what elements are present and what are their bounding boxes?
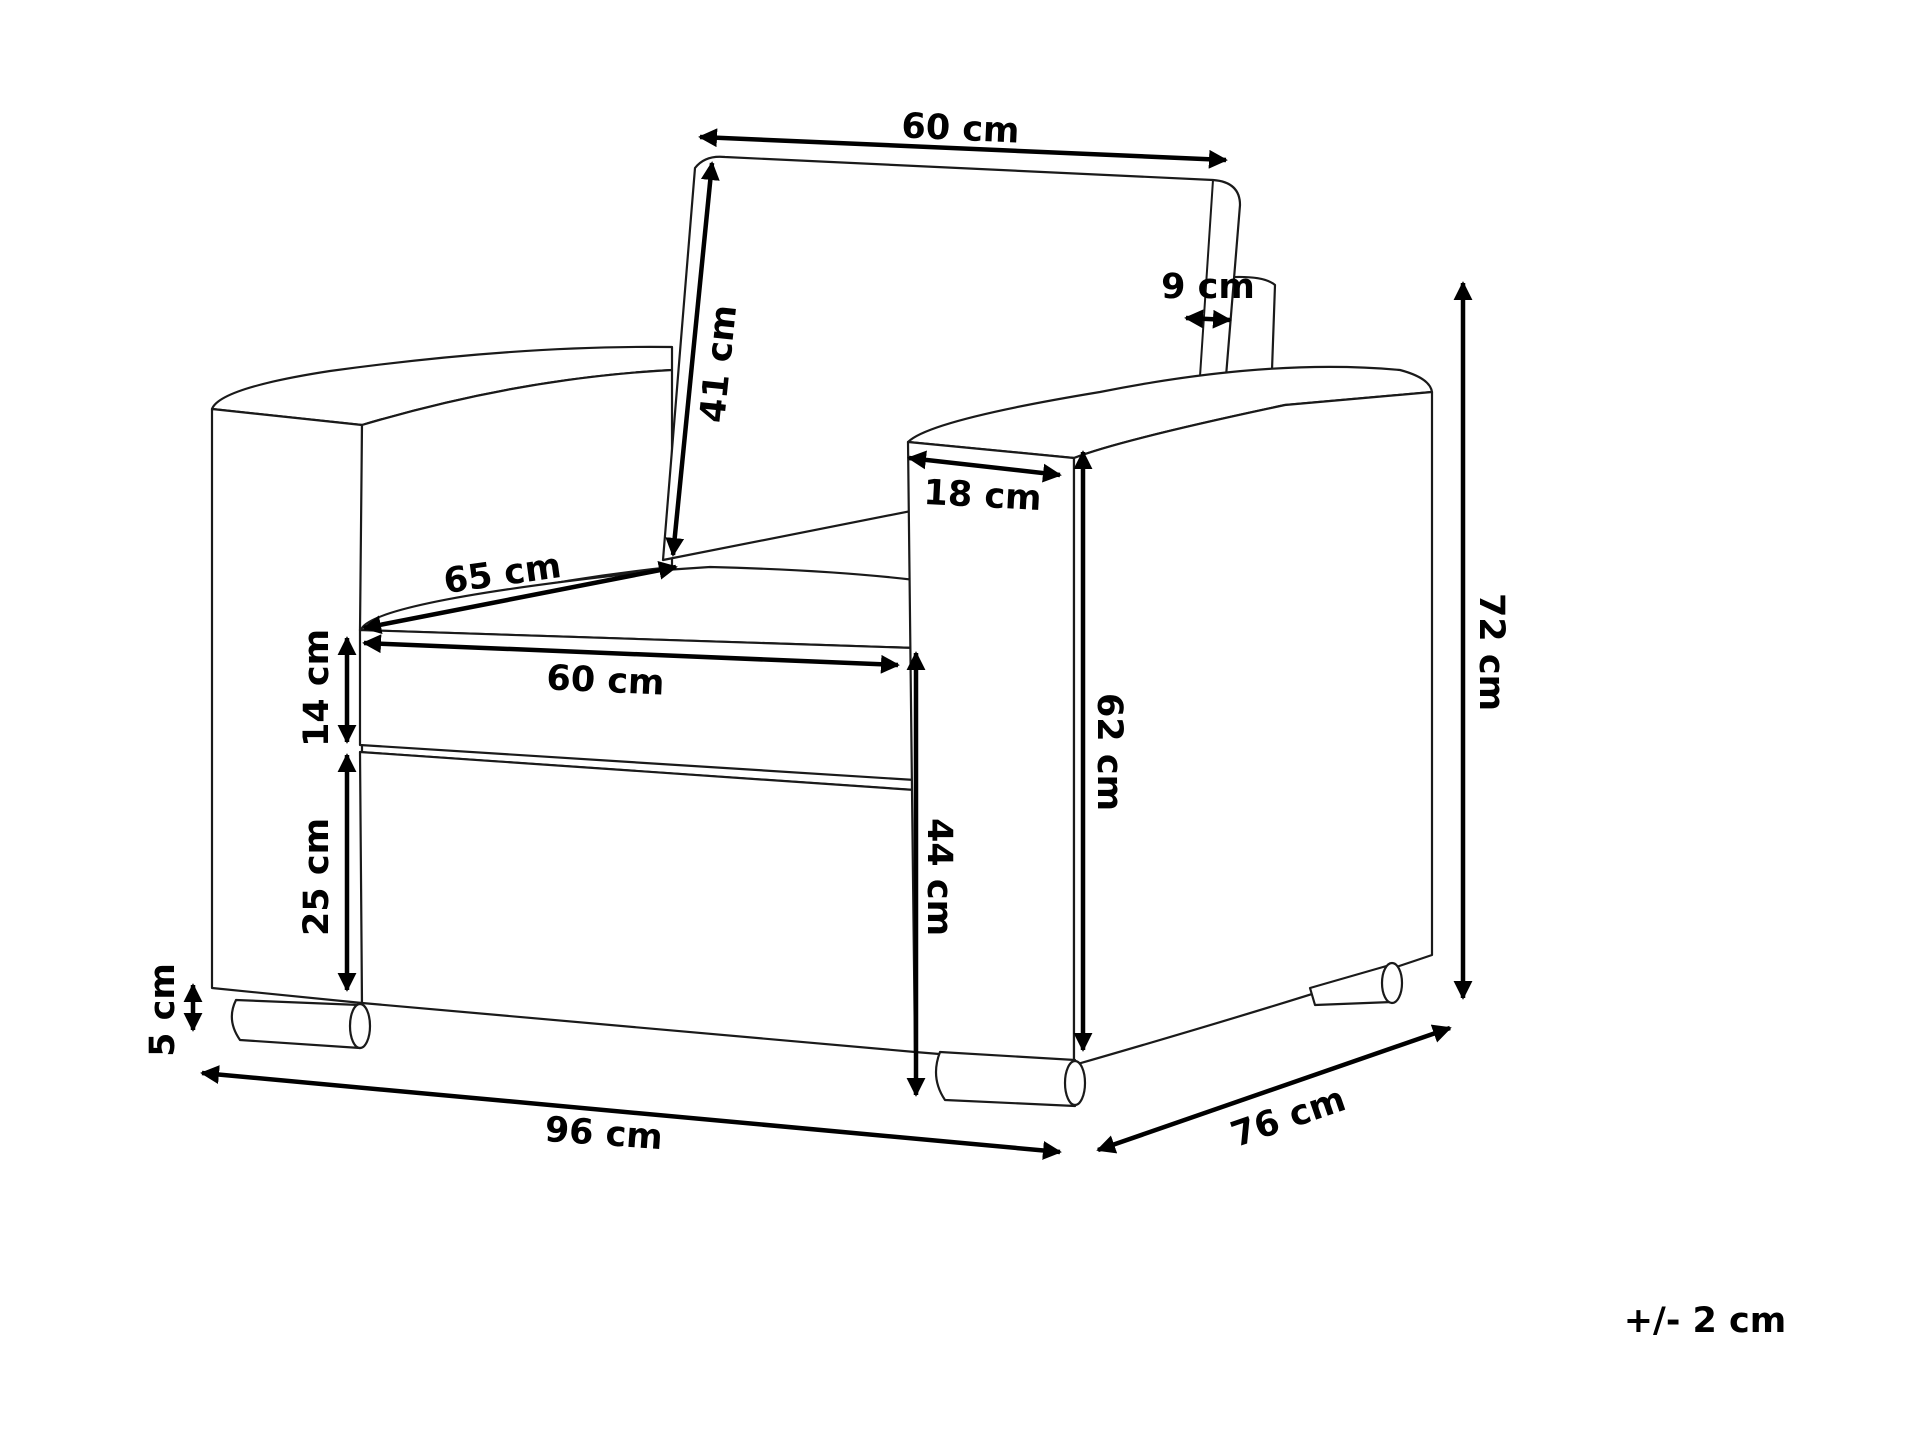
foot-front-left-cap [348, 1002, 372, 1050]
arrow-backrest-height [665, 161, 720, 557]
left-armrest-side [210, 407, 364, 1005]
label-base-height: 25 cm [297, 818, 337, 936]
foot-front-right [934, 1050, 1083, 1108]
dimension-arrows [183, 128, 1473, 1160]
base-front [358, 750, 917, 1054]
right-armrest-front [906, 440, 1076, 1067]
label-total-height: 72 cm [1471, 593, 1511, 711]
label-cushion-height: 14 cm [297, 629, 337, 747]
label-seat-height: 44 cm [919, 818, 959, 936]
foot-front-right-cap [1063, 1059, 1087, 1107]
arrow-armrest-width [907, 450, 1062, 483]
label-armrest-height: 62 cm [1089, 693, 1129, 811]
arrow-total-width [200, 1065, 1062, 1160]
arrow-seat-width [362, 634, 900, 674]
arrow-seat-depth [362, 560, 678, 635]
label-armrest-width: 18 cm [923, 473, 1043, 519]
arrow-backrest-depth [1184, 309, 1232, 329]
foot-front-left [230, 998, 368, 1050]
label-total-depth: 76 cm [1226, 1079, 1351, 1155]
label-backrest-width: 60 cm [901, 106, 1021, 151]
foot-back-right-cap [1380, 961, 1404, 1005]
label-backrest-depth: 9 cm [1161, 267, 1255, 307]
tolerance-note: +/- 2 cm [1624, 1301, 1787, 1341]
arrow-total-depth [1096, 1024, 1452, 1154]
label-total-width: 96 cm [543, 1110, 664, 1158]
label-leg-height: 5 cm [143, 963, 183, 1057]
arrow-backrest-width [698, 128, 1228, 169]
label-seat-width: 60 cm [546, 658, 666, 703]
